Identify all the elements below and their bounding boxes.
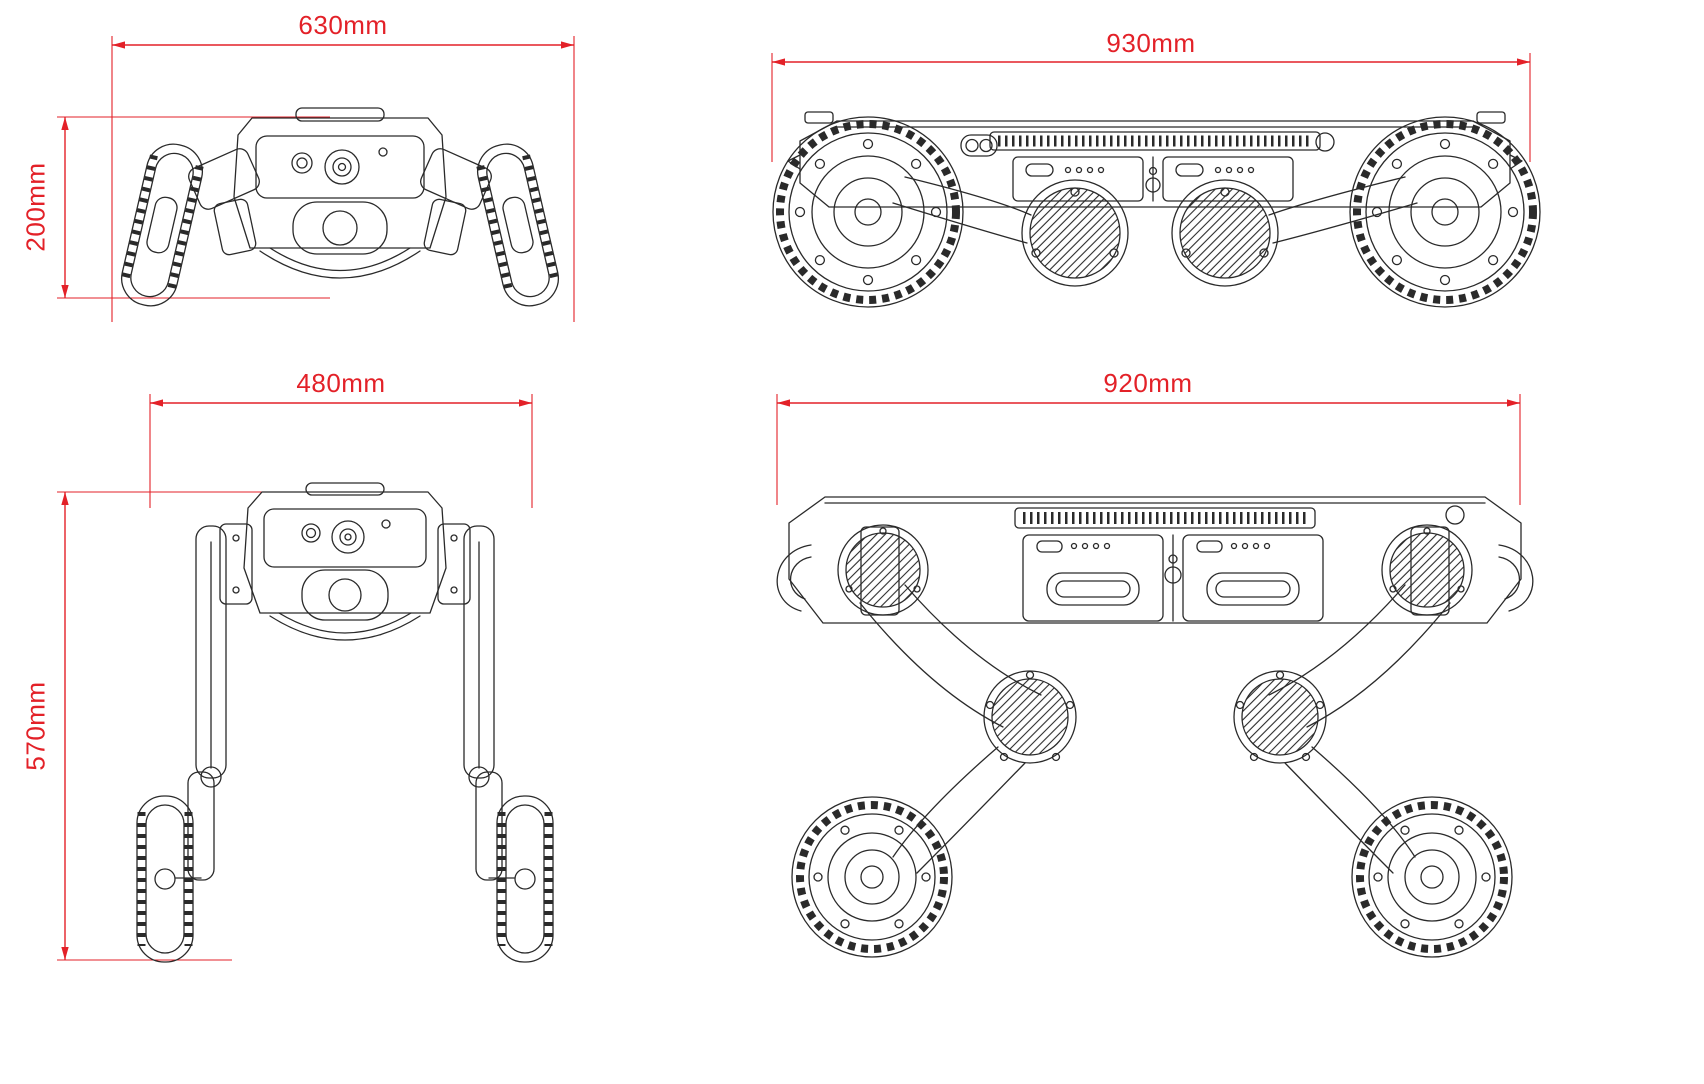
robot-side-standing-drawing	[776, 496, 1534, 958]
dim-label-length-folded: 930mm	[1106, 28, 1196, 58]
side-folded-chassis	[787, 111, 1523, 208]
dim-label-length-standing: 920mm	[1103, 368, 1193, 398]
side-folded-left-wheel	[772, 116, 964, 308]
dim-200	[57, 116, 330, 299]
front-standing-head	[243, 482, 447, 641]
side-standing-handles	[776, 544, 1534, 612]
dim-label-height-folded: 200mm	[20, 162, 51, 252]
side-folded-right-wheel	[1349, 116, 1541, 308]
front-standing-left-leg	[175, 525, 227, 881]
front-folded-right-wheel	[476, 143, 560, 307]
front-standing-left-wheel	[136, 795, 194, 963]
dim-570	[57, 491, 268, 961]
front-folded-left-wheel	[120, 143, 204, 307]
side-standing-hip-discs	[837, 524, 1473, 616]
dim-630	[111, 36, 575, 322]
front-folded-head	[233, 107, 447, 279]
dim-label-width-folded: 630mm	[298, 10, 388, 40]
dim-920	[776, 394, 1521, 505]
dim-930	[771, 53, 1531, 162]
robot-side-folded-drawing	[772, 111, 1541, 308]
side-folded-motor-discs	[1021, 179, 1279, 287]
side-standing-right-leg	[1233, 584, 1451, 874]
dim-480	[149, 394, 533, 508]
robot-front-folded-drawing	[120, 107, 560, 307]
side-standing-chassis	[788, 496, 1522, 624]
front-standing-hip-mounts	[219, 523, 471, 605]
front-standing-right-wheel	[496, 795, 554, 963]
side-standing-left-leg	[859, 584, 1077, 874]
robot-front-standing-drawing	[136, 482, 554, 963]
side-folded-swing-arms	[892, 176, 1418, 244]
side-standing-right-wheel	[1351, 796, 1513, 958]
dim-label-height-standing: 570mm	[20, 681, 51, 771]
front-folded-shoulder-pods	[188, 148, 492, 256]
dim-label-width-standing: 480mm	[296, 368, 386, 398]
side-standing-left-wheel	[791, 796, 953, 958]
